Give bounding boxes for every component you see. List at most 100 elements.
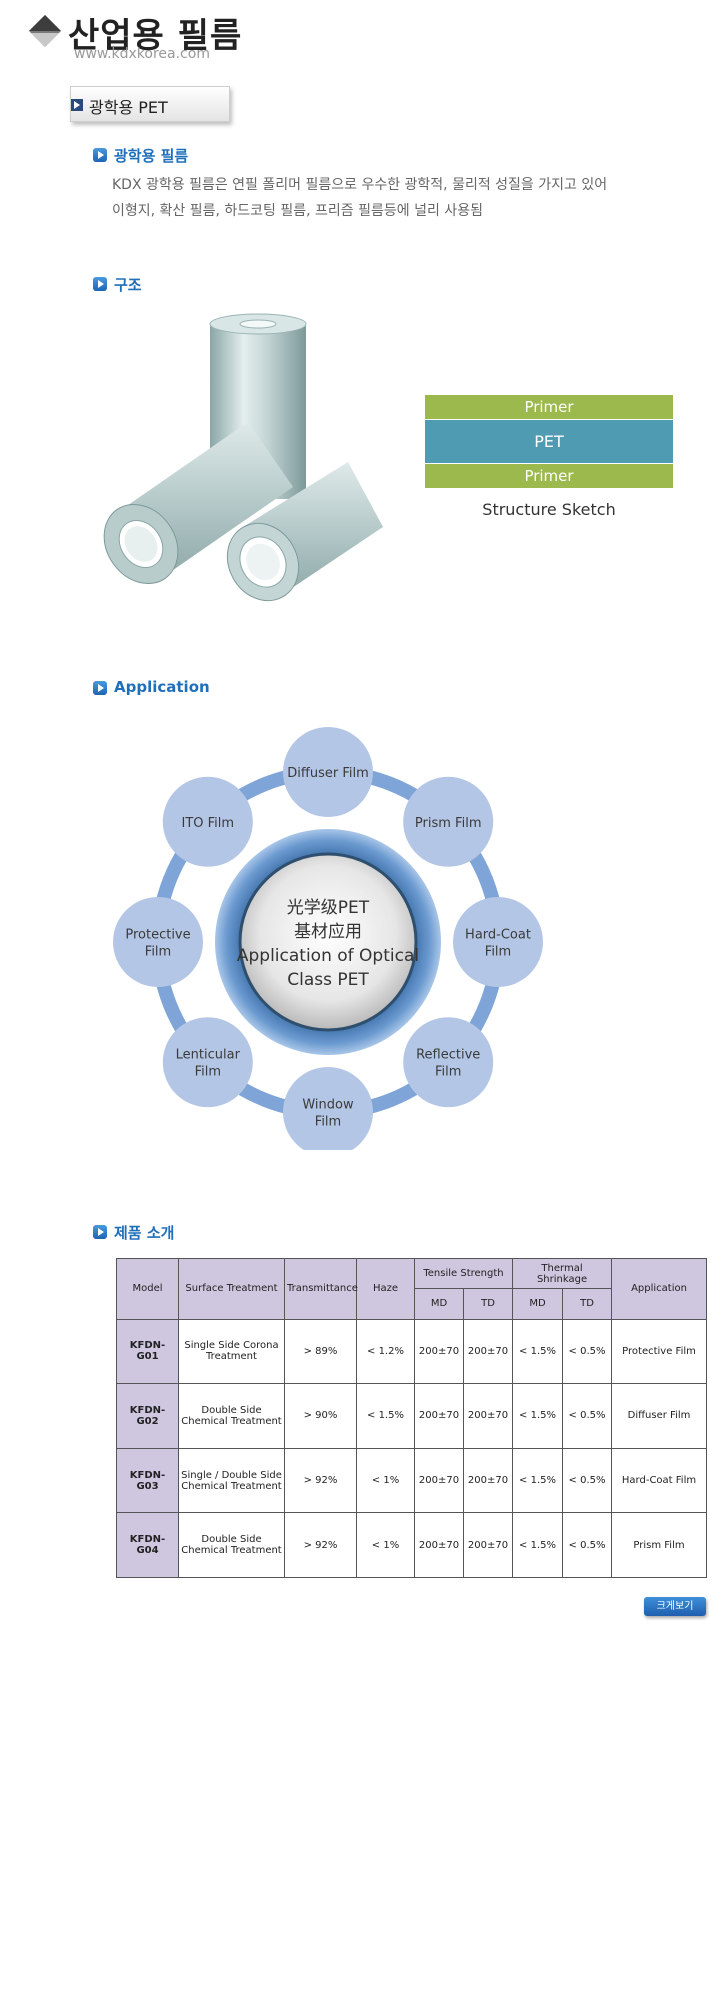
section-heading-products: 제품 소개 xyxy=(114,1224,175,1242)
layer-pet: PET xyxy=(425,420,673,463)
structure-sketch-caption: Structure Sketch xyxy=(482,500,616,519)
cell-shrinkage-md: < 1.5% xyxy=(512,1512,564,1578)
application-node-label: ITO Film xyxy=(182,816,235,831)
film-rolls-image xyxy=(103,313,383,602)
header-tensile-md: MD xyxy=(414,1288,464,1320)
cell-haze: < 1% xyxy=(356,1447,415,1514)
table-row: KFDN-G01 Single Side Corona Treatment > … xyxy=(116,1318,708,1385)
application-node-circle xyxy=(453,897,543,987)
application-node: Diffuser Film xyxy=(283,727,373,817)
navy-arrow-icon xyxy=(71,99,83,111)
cell-transmittance: > 92% xyxy=(284,1447,357,1514)
cell-tensile-td: 200±70 xyxy=(462,1512,514,1578)
cell-haze: < 1% xyxy=(356,1512,415,1578)
header-surface-treatment: Surface Treatment xyxy=(178,1258,285,1320)
cell-model: KFDN-G02 xyxy=(116,1383,179,1449)
application-node-circle xyxy=(283,727,373,817)
enlarge-button[interactable]: 크게보기 xyxy=(644,1597,706,1616)
cell-tensile-md: 200±70 xyxy=(414,1318,464,1385)
cell-shrinkage-td: < 0.5% xyxy=(562,1318,613,1385)
cell-tensile-md: 200±70 xyxy=(414,1447,464,1514)
table-row: KFDN-G04 Double Side Chemical Treatment … xyxy=(116,1512,708,1578)
cell-shrinkage-td: < 0.5% xyxy=(562,1383,613,1449)
cell-transmittance: > 90% xyxy=(284,1383,357,1449)
site-url[interactable]: www.kdxkorea.com xyxy=(74,46,210,62)
section-heading-optical-film: 광학용 필름 xyxy=(114,147,189,165)
cell-model: KFDN-G04 xyxy=(116,1512,179,1578)
cell-application: Prism Film xyxy=(611,1512,708,1578)
cell-application: Hard-Coat Film xyxy=(611,1447,708,1514)
application-node-label: Film xyxy=(195,1065,221,1080)
application-node-label: Protective xyxy=(125,928,190,943)
application-node-label: Film xyxy=(435,1065,461,1080)
application-hub-line: Application of Optical xyxy=(237,946,419,966)
cell-model: KFDN-G03 xyxy=(116,1447,179,1514)
cell-application: Diffuser Film xyxy=(611,1383,708,1449)
cell-surface: Single / Double Side Chemical Treatment xyxy=(178,1447,285,1514)
cell-haze: < 1.2% xyxy=(356,1318,415,1385)
cell-haze: < 1.5% xyxy=(356,1383,415,1449)
application-node-circle xyxy=(283,1067,373,1150)
section-heading-structure: 구조 xyxy=(114,276,142,294)
cell-transmittance: > 89% xyxy=(284,1318,357,1385)
header-shrinkage-td: TD xyxy=(562,1288,613,1320)
cell-tensile-md: 200±70 xyxy=(414,1383,464,1449)
application-node-circle xyxy=(113,897,203,987)
cell-surface: Double Side Chemical Treatment xyxy=(178,1383,285,1449)
cell-model: KFDN-G01 xyxy=(116,1318,179,1385)
application-node-label: Hard-Coat xyxy=(465,928,531,943)
application-node-circle xyxy=(403,1017,494,1108)
cell-application: Protective Film xyxy=(611,1318,708,1385)
intro-line-1: KDX 광학용 필름은 연필 폴리머 필름으로 우수한 광학적, 물리적 성질을… xyxy=(112,177,608,193)
blue-arrow-bullet-icon xyxy=(93,277,107,291)
cell-shrinkage-td: < 0.5% xyxy=(562,1512,613,1578)
header-tensile-strength: Tensile Strength xyxy=(413,1257,514,1290)
intro-line-2: 이형지, 확산 필름, 하드코팅 필름, 프리즘 필름등에 널리 사용됨 xyxy=(112,203,483,219)
cell-tensile-md: 200±70 xyxy=(414,1512,464,1578)
application-hub-line: 光学级PET xyxy=(287,898,370,918)
category-tab-label: 광학용 PET xyxy=(89,98,168,117)
layer-primer-bottom: Primer xyxy=(425,464,673,488)
blue-arrow-bullet-icon xyxy=(93,681,107,695)
header-tensile-td: TD xyxy=(462,1288,514,1320)
header-model: Model xyxy=(116,1258,179,1320)
blue-arrow-bullet-icon xyxy=(93,1225,107,1239)
cell-shrinkage-md: < 1.5% xyxy=(512,1318,564,1385)
application-hub xyxy=(238,852,418,1032)
cell-surface: Single Side Corona Treatment xyxy=(178,1318,285,1385)
application-node-label: Lenticular xyxy=(176,1048,241,1063)
page-title: 산업용 필름 xyxy=(68,16,243,56)
application-node-label: Film xyxy=(315,1115,341,1130)
application-node-label: Diffuser Film xyxy=(287,766,369,781)
application-node-circle xyxy=(162,1017,253,1108)
header-thermal-shrinkage: Thermal Shrinkage xyxy=(512,1257,613,1290)
table-row: KFDN-G02 Double Side Chemical Treatment … xyxy=(116,1383,708,1449)
header-shrinkage-md: MD xyxy=(512,1288,564,1320)
blue-arrow-bullet-icon xyxy=(93,148,107,162)
cell-tensile-td: 200±70 xyxy=(462,1447,514,1514)
cell-shrinkage-td: < 0.5% xyxy=(562,1447,613,1514)
category-tab[interactable]: 광학용 PET xyxy=(70,86,230,122)
application-node-circle xyxy=(403,776,494,867)
application-node-label: Window xyxy=(302,1098,354,1113)
cell-shrinkage-md: < 1.5% xyxy=(512,1447,564,1514)
cell-surface: Double Side Chemical Treatment xyxy=(178,1512,285,1578)
application-node: Prism Film xyxy=(403,776,494,867)
application-node-label: Film xyxy=(485,945,511,960)
product-table: Model Surface Treatment Transmittance Ha… xyxy=(116,1257,708,1578)
application-node-label: Reflective xyxy=(416,1048,480,1063)
cell-transmittance: > 92% xyxy=(284,1512,357,1578)
layer-primer-top: Primer xyxy=(425,395,673,419)
application-hub-line: Class PET xyxy=(287,970,369,990)
application-node-label: Film xyxy=(145,945,171,960)
application-hub-line: 基材应用 xyxy=(294,922,362,942)
application-node-label: Prism Film xyxy=(415,816,482,831)
intro-description: KDX 광학용 필름은 연필 폴리머 필름으로 우수한 광학적, 물리적 성질을… xyxy=(112,172,607,224)
